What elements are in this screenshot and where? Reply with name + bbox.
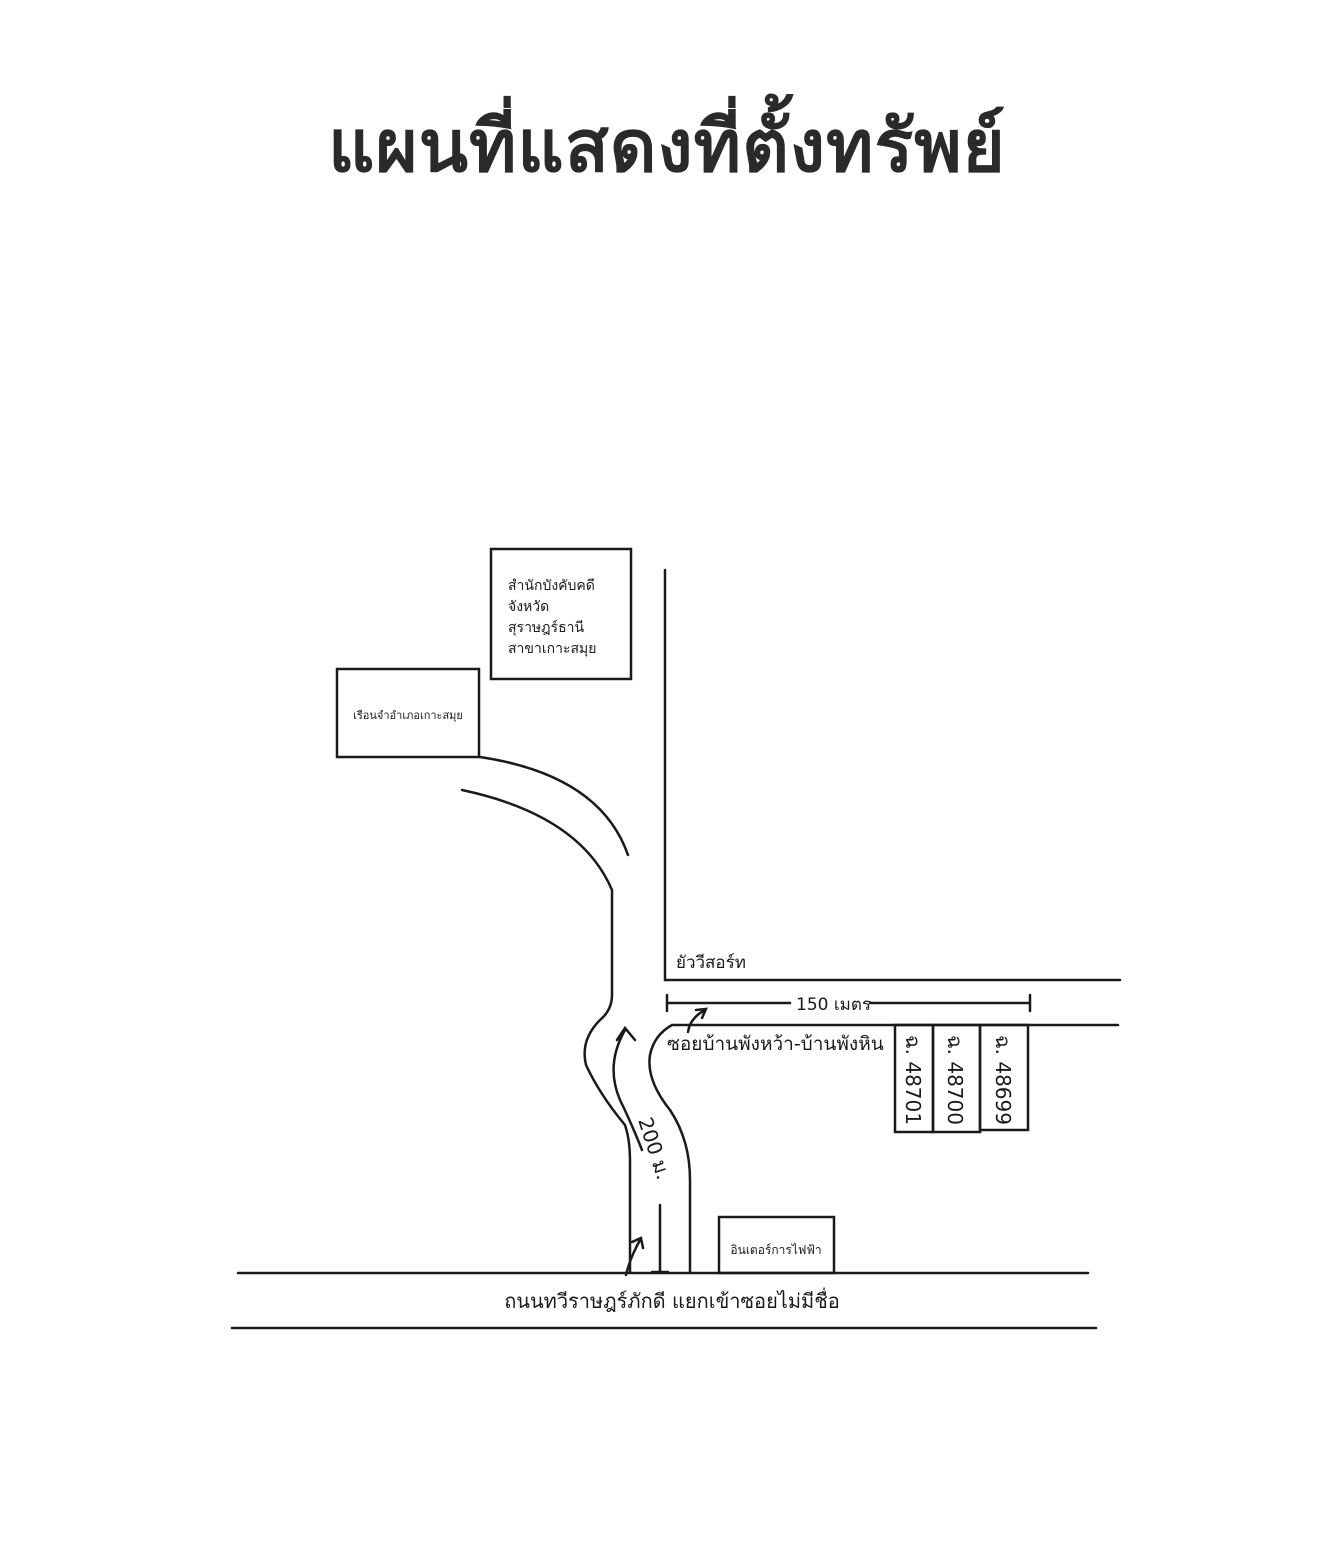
entrance-arrow bbox=[624, 1238, 642, 1277]
soi-pointer-head bbox=[694, 1007, 709, 1020]
office-label-line4: สาขาเกาะสมุย bbox=[508, 641, 596, 657]
parcel-48700-label: ฉ. 48700 bbox=[943, 1035, 967, 1125]
access-direction-arrow bbox=[612, 1028, 644, 1152]
access-arrow-head bbox=[615, 1025, 637, 1042]
soi-distance-label: 150 เมตร bbox=[796, 995, 871, 1015]
curve-road-inner bbox=[460, 788, 614, 997]
curve-road-outer bbox=[478, 755, 630, 857]
access-road-edge-right bbox=[648, 1023, 692, 1274]
parcel-48699-label: ฉ. 48699 bbox=[991, 1035, 1015, 1125]
prison-building bbox=[335, 667, 481, 759]
parcel-48699 bbox=[978, 1023, 1030, 1132]
entrance-arrow-head bbox=[630, 1236, 645, 1250]
prison-label: เรือนจำอำเภอเกาะสมุย bbox=[353, 709, 463, 722]
office-label-line1: สำนักบังคับคดี bbox=[508, 578, 595, 594]
parcel-48701-label: ฉ. 48701 bbox=[901, 1035, 925, 1125]
soi-pointer-arrow bbox=[686, 1008, 707, 1034]
electric-shop-label: อินเตอร์การไฟฟ้า bbox=[730, 1243, 821, 1257]
electric-shop bbox=[717, 1215, 836, 1275]
access-distance-label: 200 ม. bbox=[633, 1114, 676, 1182]
soi-road-label: ซอยบ้านพังหว้า-บ้านพังหิน bbox=[667, 1033, 884, 1055]
office-label-line2: จังหวัด bbox=[508, 599, 549, 615]
office-building bbox=[489, 547, 633, 681]
map-title: แผนที่แสดงที่ตั้งทรัพย์ bbox=[328, 104, 1006, 188]
resort-label: ยัววีสอร์ท bbox=[676, 953, 746, 973]
access-road-edge-left bbox=[583, 993, 632, 1274]
office-label-line3: สุราษฎร์ธานี bbox=[508, 619, 584, 636]
main-road-label: ถนนทวีราษฎร์ภักดี แยกเข้าซอยไม่มีชื่อ bbox=[504, 1287, 840, 1313]
